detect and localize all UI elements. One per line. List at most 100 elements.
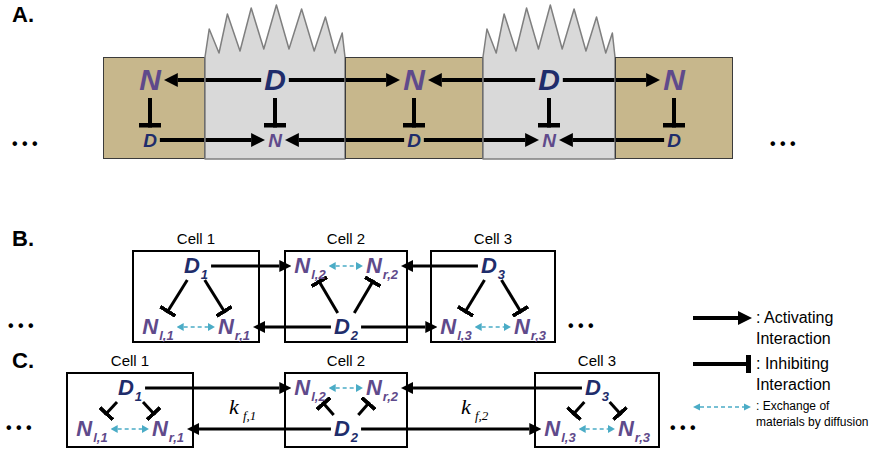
species-subscript: l,3 bbox=[457, 329, 471, 342]
ellipsis: • • • bbox=[770, 136, 796, 152]
protein-symbol: D2 bbox=[334, 418, 358, 440]
species-symbol: D bbox=[264, 65, 286, 95]
signaling-cell: DN bbox=[483, 5, 615, 159]
panel-label: A. bbox=[12, 4, 34, 26]
protein-symbol: D1 bbox=[184, 255, 208, 277]
species-symbol: N bbox=[294, 377, 310, 399]
species-symbol: D bbox=[538, 65, 560, 95]
species-symbol: N bbox=[218, 316, 234, 338]
diffusion-arrow bbox=[482, 326, 504, 328]
species-symbol: N bbox=[76, 418, 92, 440]
activation-sample-head bbox=[738, 311, 752, 325]
cell-box: Cell 1D1Nl,1Nr,1 bbox=[132, 250, 260, 343]
activation-arrow bbox=[442, 78, 535, 82]
inhibition-arrow bbox=[610, 402, 622, 415]
species-subscript: r,3 bbox=[635, 431, 650, 444]
cell-outline-path bbox=[483, 5, 615, 159]
species-subscript: l,1 bbox=[93, 431, 107, 444]
species-subscript: r,1 bbox=[235, 329, 250, 342]
rate-constant: k bbox=[461, 396, 471, 418]
activation-arrow bbox=[299, 138, 404, 142]
cell-box: Cell 3D3Nl,3Nr,3 bbox=[430, 250, 556, 343]
cell-label: Cell 1 bbox=[56, 352, 204, 370]
activation-arrow bbox=[211, 265, 279, 268]
species-symbol: N bbox=[268, 131, 282, 150]
inhibition-arrow bbox=[322, 402, 333, 415]
protein-symbol: Nr,2 bbox=[366, 377, 398, 399]
species-subscript: 3 bbox=[498, 268, 505, 281]
inhibition-arrow bbox=[148, 98, 152, 128]
species-symbol: D bbox=[585, 377, 601, 399]
rate-constant: k bbox=[229, 396, 239, 418]
cell-fill bbox=[345, 57, 483, 159]
ellipsis: • • • bbox=[670, 420, 696, 436]
protein-symbol: Nl,1 bbox=[142, 316, 173, 338]
receiving-cell: ND bbox=[103, 57, 205, 159]
ellipsis: • • • bbox=[12, 136, 38, 152]
inhibition-arrow bbox=[105, 402, 117, 415]
inhibition-arrow bbox=[354, 280, 373, 313]
species-subscript: 1 bbox=[135, 390, 142, 403]
inhibition-arrow bbox=[412, 98, 416, 128]
protein-symbol: D bbox=[143, 131, 157, 150]
species-symbol: N bbox=[294, 255, 310, 277]
cell-label: Cell 2 bbox=[274, 230, 418, 248]
protein-symbol: Nl,3 bbox=[544, 418, 575, 440]
species-symbol: N bbox=[142, 316, 158, 338]
inhibition-sample-bar bbox=[746, 355, 751, 373]
protein-symbol: D1 bbox=[118, 377, 142, 399]
species-symbol: D bbox=[481, 255, 497, 277]
cell-box: Cell 3D3Nl,3Nr,3 bbox=[534, 372, 660, 448]
species-subscript: l,3 bbox=[561, 431, 575, 444]
protein-symbol: Nl,1 bbox=[76, 418, 107, 440]
protein-symbol: Nr,1 bbox=[218, 316, 250, 338]
protein-symbol: Nr,3 bbox=[514, 316, 546, 338]
protein-symbol: N bbox=[663, 65, 685, 95]
activation-arrow bbox=[265, 326, 331, 329]
legend-text: : Activating Interaction bbox=[756, 308, 874, 350]
activation-arrow bbox=[563, 78, 646, 82]
species-symbol: N bbox=[152, 418, 168, 440]
species-subscript: r,3 bbox=[531, 329, 546, 342]
receiving-cell: ND bbox=[345, 57, 483, 159]
cell-label: Cell 3 bbox=[420, 230, 566, 248]
species-symbol: N bbox=[366, 377, 382, 399]
protein-symbol: N bbox=[542, 131, 556, 150]
inhibition-sample bbox=[693, 362, 750, 366]
protein-symbol: D bbox=[264, 65, 286, 95]
species-subscript: l,2 bbox=[311, 390, 325, 403]
species-symbol: D bbox=[143, 131, 157, 150]
rate-subscript: f,1 bbox=[243, 409, 256, 422]
protein-symbol: N bbox=[139, 65, 161, 95]
inhibition-arrow bbox=[573, 402, 585, 415]
species-subscript: r,2 bbox=[383, 390, 398, 403]
species-symbol: N bbox=[139, 65, 161, 95]
protein-symbol: N bbox=[268, 131, 282, 150]
inhibition-arrow bbox=[358, 402, 369, 415]
cell-label: Cell 2 bbox=[274, 352, 418, 370]
inhibition-arrow bbox=[501, 280, 521, 313]
protein-symbol: Nl,2 bbox=[294, 377, 325, 399]
species-symbol: D bbox=[118, 377, 134, 399]
panel-label: C. bbox=[12, 350, 34, 372]
protein-symbol: D bbox=[667, 131, 681, 150]
diffusion-sample-head bbox=[744, 404, 751, 411]
diffusion-arrow bbox=[336, 387, 356, 389]
activation-arrow bbox=[413, 387, 582, 390]
species-subscript: 2 bbox=[351, 329, 358, 342]
species-subscript: l,1 bbox=[159, 329, 173, 342]
cell-outline-path bbox=[205, 5, 345, 159]
activation-arrow bbox=[573, 138, 664, 142]
diffusion-arrow bbox=[184, 326, 208, 328]
species-symbol: D bbox=[334, 418, 350, 440]
signaling-cell: DN bbox=[205, 5, 345, 159]
species-symbol: N bbox=[514, 316, 530, 338]
inhibition-arrow bbox=[205, 280, 226, 313]
diffusion-arrow bbox=[586, 428, 608, 430]
species-symbol: N bbox=[618, 418, 634, 440]
species-symbol: N bbox=[403, 65, 425, 95]
cell-fill bbox=[615, 57, 733, 159]
protein-symbol: D bbox=[538, 65, 560, 95]
inhibition-arrow bbox=[464, 280, 484, 313]
ellipsis: • • • bbox=[6, 420, 32, 436]
